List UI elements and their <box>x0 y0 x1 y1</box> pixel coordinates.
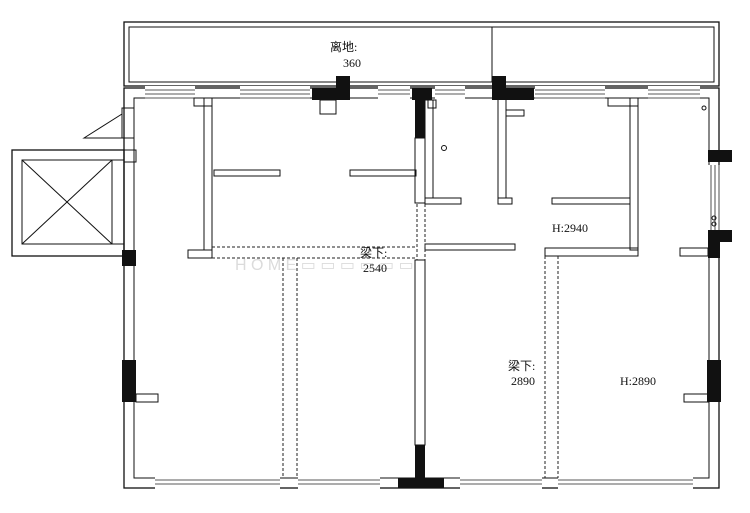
beam-under-2-value: 2890 <box>511 374 535 388</box>
right-window <box>707 165 721 230</box>
balcony <box>123 21 720 87</box>
beam-under-1-value: 2540 <box>363 261 387 275</box>
beam-under-2-title: 梁下: <box>508 358 535 373</box>
height-1: H:2940 <box>552 221 588 235</box>
ground-height-title: 离地: <box>330 39 357 54</box>
columns <box>122 76 732 488</box>
ground-height-value: 360 <box>343 56 361 70</box>
bottom-windows <box>155 477 693 489</box>
beam-under-1-title: 梁下: <box>360 245 387 260</box>
beams <box>212 204 559 478</box>
interior-walls <box>135 97 717 446</box>
top-windows <box>145 86 700 100</box>
elevator-shaft <box>11 107 137 257</box>
height-2: H:2890 <box>620 374 656 388</box>
watermark: H O M E ▭ ▭ ▭ ▭ ▭ ▭ <box>235 257 414 274</box>
